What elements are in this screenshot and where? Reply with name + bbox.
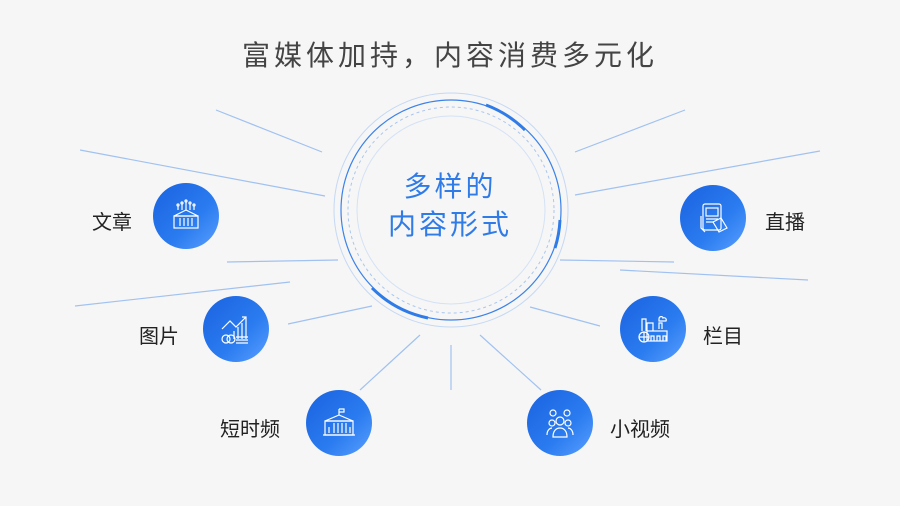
node-column[interactable] xyxy=(620,296,686,362)
label-article: 文章 xyxy=(92,210,132,234)
label-image: 图片 xyxy=(139,324,179,348)
label-live: 直播 xyxy=(765,210,805,234)
growth-chart-icon xyxy=(221,316,248,344)
node-short-video[interactable] xyxy=(306,390,372,456)
label-column: 栏目 xyxy=(703,324,743,348)
node-article[interactable] xyxy=(153,183,219,249)
government-building-icon xyxy=(323,408,355,436)
center-line-1: 多样的 xyxy=(403,170,497,203)
node-mini-video[interactable] xyxy=(527,390,593,456)
digital-building-icon xyxy=(173,199,199,229)
page-title: 富媒体加持，内容消费多元化 xyxy=(241,39,658,72)
center-line-2: 内容形式 xyxy=(387,208,512,241)
factory-globe-icon xyxy=(638,316,668,343)
label-mini-video: 小视频 xyxy=(610,417,670,441)
node-image[interactable] xyxy=(203,296,269,362)
tablet-hand-icon xyxy=(700,203,728,233)
label-short-video: 短时频 xyxy=(220,417,280,441)
center-heading: 多样的 内容形式 xyxy=(350,168,550,244)
people-group-icon xyxy=(546,409,574,438)
node-live[interactable] xyxy=(680,185,746,251)
